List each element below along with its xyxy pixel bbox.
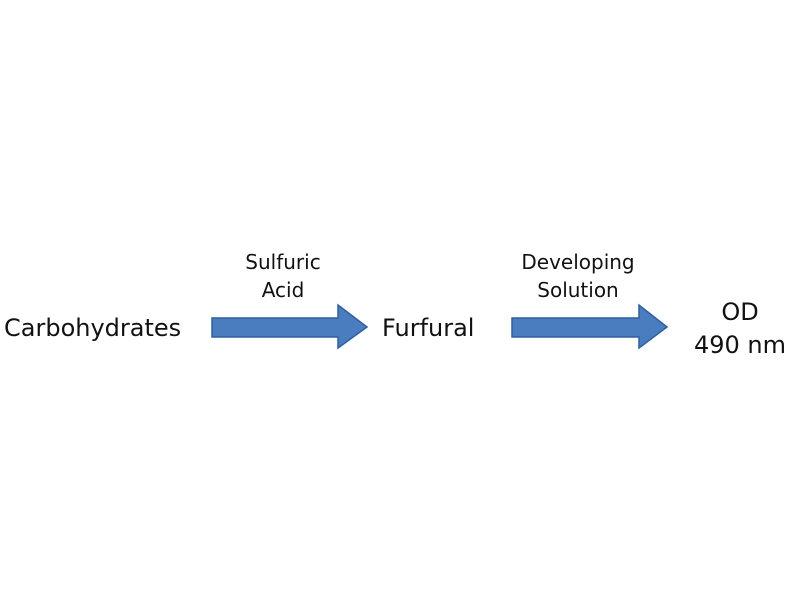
arrow-sulfuric-acid (211, 303, 369, 350)
arrow-label-line2: Solution (537, 278, 619, 302)
arrow-label-line1: Developing (521, 250, 635, 274)
node-od-line1: OD (721, 298, 759, 326)
arrow-label-line2: Acid (261, 278, 305, 302)
node-carbohydrates: Carbohydrates (4, 314, 182, 342)
arrow-developing-solution (511, 303, 669, 350)
arrow-label-line1: Sulfuric (245, 250, 321, 274)
node-od-line2: 490 nm (693, 331, 787, 359)
node-furfural: Furfural (382, 314, 475, 342)
